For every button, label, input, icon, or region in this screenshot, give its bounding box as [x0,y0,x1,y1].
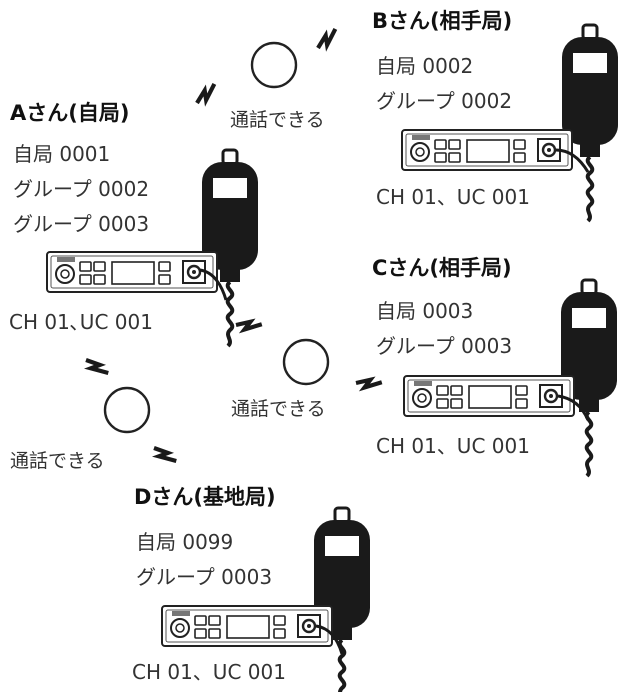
call-circle-icon [103,386,151,434]
station-b-channel: CH 01、UC 001 [376,185,530,209]
mobile-radio-icon [402,374,576,418]
station-a-line: 自局 0001 [13,142,111,166]
lightning-bolt-icon [314,29,339,48]
call-circle-icon [282,338,330,386]
lightning-bolt-icon [154,442,176,468]
handheld-mic-icon [312,506,372,692]
station-b-title: Bさん(相手局) [372,9,513,33]
lightning-bolt-icon [86,354,108,380]
station-d-line: 自局 0099 [136,530,234,554]
handheld-mic-icon [560,23,620,223]
station-d-title: Dさん(基地局) [134,485,276,509]
station-c-channel: CH 01、UC 001 [376,434,530,458]
call-circle-icon [250,41,298,89]
station-a-channel: CH 01､UC 001 [9,310,153,334]
lightning-bolt-icon [193,84,218,103]
call-label-a-c: 通話できる [231,398,326,420]
station-d-line: グループ 0003 [136,565,273,589]
mobile-radio-icon [160,604,334,648]
station-b-line: 自局 0002 [376,54,474,78]
station-a-title: Aさん(自局) [10,101,130,125]
call-label-a-d: 通話できる [10,450,105,472]
station-c-line: 自局 0003 [376,299,474,323]
lightning-bolt-icon [236,314,262,336]
station-c-line: グループ 0003 [376,334,513,358]
mobile-radio-icon [45,250,219,294]
mobile-radio-icon [400,128,574,172]
lightning-bolt-icon [356,372,382,394]
handheld-mic-icon [200,148,260,348]
call-label-a-b: 通話できる [230,109,325,131]
station-a-line: グループ 0002 [13,177,150,201]
station-d-channel: CH 01、UC 001 [132,660,286,684]
station-b-line: グループ 0002 [376,89,513,113]
station-a-line: グループ 0003 [13,212,150,236]
station-c-title: Cさん(相手局) [372,256,512,280]
